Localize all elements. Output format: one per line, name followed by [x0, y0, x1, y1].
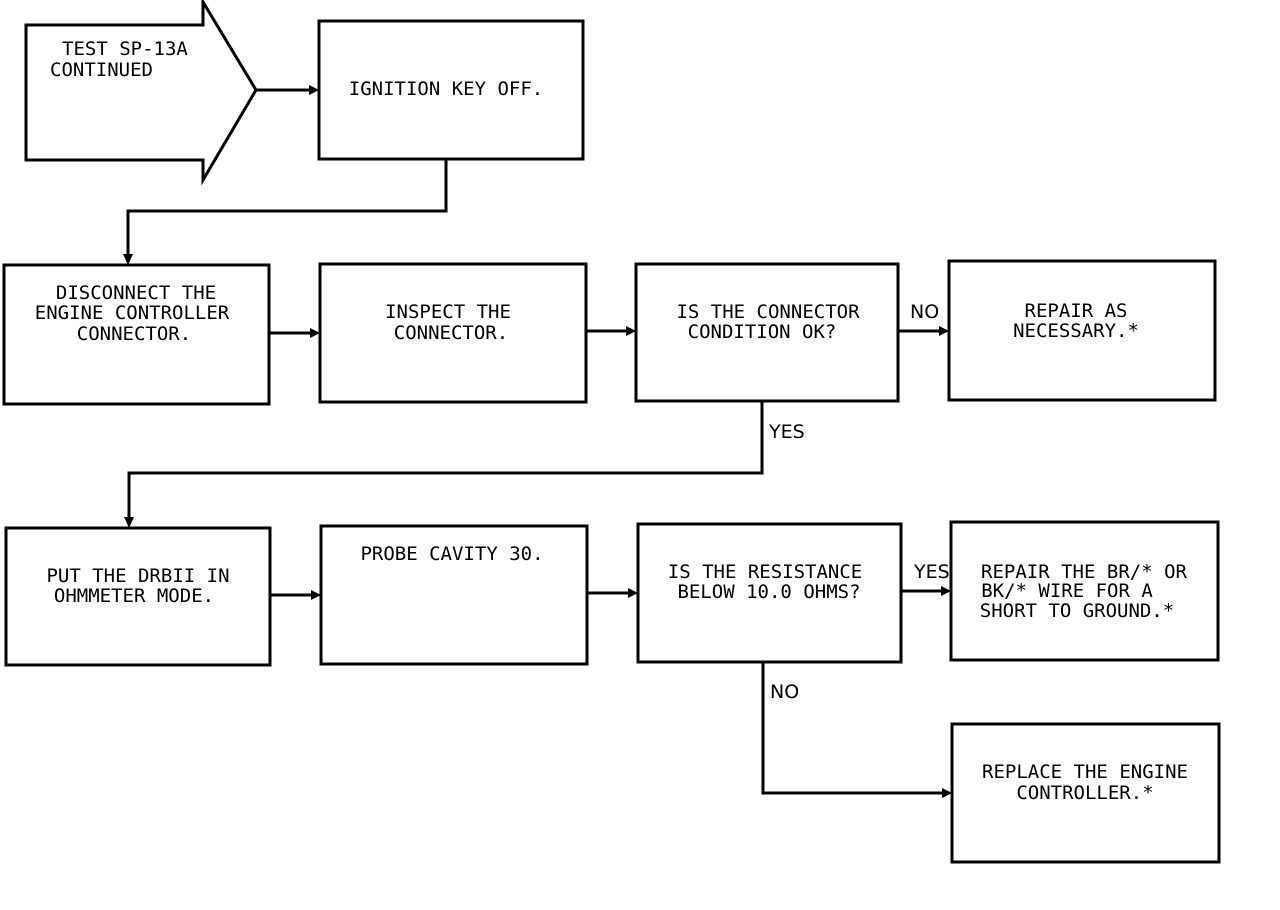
arrowhead-right — [311, 590, 321, 600]
resistance-line-2: BELOW 10.0 OHMS? — [677, 581, 860, 603]
start-line-1: TEST SP-13A — [62, 38, 188, 60]
edge-label-connector-yes: YES — [768, 421, 805, 443]
repair-connector-line-2: NECESSARY.* — [1013, 320, 1139, 342]
inspect-node: INSPECT THE CONNECTOR. — [318, 262, 588, 404]
arrowhead-right — [628, 588, 638, 598]
repair-wire-line-1: REPAIR THE BR/* OR — [981, 561, 1187, 583]
inspect-line-1: INSPECT THE — [385, 301, 511, 323]
ignition-off-line-1: IGNITION KEY OFF. — [349, 78, 543, 100]
edge-label-connector-no: NO — [910, 301, 939, 323]
disconnect-line-2: ENGINE CONTROLLER — [35, 302, 230, 324]
arrowhead-right — [310, 328, 320, 338]
repair-wire-line-2: BK/* WIRE FOR A — [981, 580, 1153, 602]
start-arrow-shape — [24, 0, 258, 186]
arrowhead-down — [124, 517, 134, 528]
inspect-line-2: CONNECTOR. — [394, 322, 508, 344]
arrowhead-right — [939, 326, 949, 336]
edge-disconnect-to-inspect — [269, 328, 320, 338]
arrowhead-right — [941, 586, 951, 596]
repair-connector-node: REPAIR AS NECESSARY.* — [947, 259, 1217, 402]
edge-start-to-ignition — [256, 85, 319, 95]
connector-ok-line-2: CONDITION OK? — [688, 321, 837, 343]
repair-connector-line-1: REPAIR AS — [1025, 300, 1128, 322]
edge-label-resistance-no: NO — [770, 681, 799, 703]
repair-wire-line-3: SHORT TO GROUND.* — [980, 600, 1174, 622]
arrowhead-right — [309, 85, 319, 95]
disconnect-line-3: CONNECTOR. — [77, 323, 191, 345]
ohmmeter-node: PUT THE DRBII IN OHMMETER MODE. — [4, 526, 272, 667]
ohmmeter-line-2: OHMMETER MODE. — [54, 585, 214, 607]
ignition-off-node: IGNITION KEY OFF. — [317, 19, 585, 161]
edge-resistance-no: NO — [761, 662, 952, 798]
edge-ohmmeter-to-probe — [270, 590, 321, 600]
start-line-2: CONTINUED — [50, 59, 153, 81]
disconnect-line-1: DISCONNECT THE — [56, 282, 216, 304]
replace-controller-line-2: CONTROLLER.* — [1016, 782, 1153, 804]
edge-ignition-to-disconnect — [123, 159, 448, 265]
start-node: TEST SP-13A CONTINUED — [24, 0, 258, 186]
edge-label-resistance-yes: YES — [913, 561, 950, 583]
probe-node: PROBE CAVITY 30. — [319, 524, 589, 666]
connector-ok-node: IS THE CONNECTOR CONDITION OK? — [634, 262, 900, 403]
arrowhead-right — [626, 326, 636, 336]
resistance-line-1: IS THE RESISTANCE — [668, 561, 862, 583]
replace-controller-node: REPLACE THE ENGINE CONTROLLER.* — [950, 722, 1221, 864]
connector-ok-line-1: IS THE CONNECTOR — [676, 301, 860, 323]
edge-connector-no: NO — [898, 301, 949, 336]
repair-wire-node: REPAIR THE BR/* OR BK/* WIRE FOR A SHORT… — [949, 520, 1220, 662]
ohmmeter-line-1: PUT THE DRBII IN — [46, 565, 229, 587]
edge-inspect-to-connector-ok — [586, 326, 636, 336]
arrowhead-right — [942, 788, 952, 798]
repair-connector-box — [947, 259, 1217, 402]
probe-line-1: PROBE CAVITY 30. — [360, 543, 543, 565]
disconnect-node: DISCONNECT THE ENGINE CONTROLLER CONNECT… — [2, 263, 271, 406]
edge-connector-yes: YES — [124, 401, 805, 528]
edge-probe-to-resistance — [587, 588, 638, 598]
arrowhead-down — [123, 254, 133, 265]
edge-resistance-yes: YES — [901, 561, 951, 596]
resistance-node: IS THE RESISTANCE BELOW 10.0 OHMS? — [636, 522, 903, 664]
replace-controller-line-1: REPLACE THE ENGINE — [982, 761, 1188, 783]
